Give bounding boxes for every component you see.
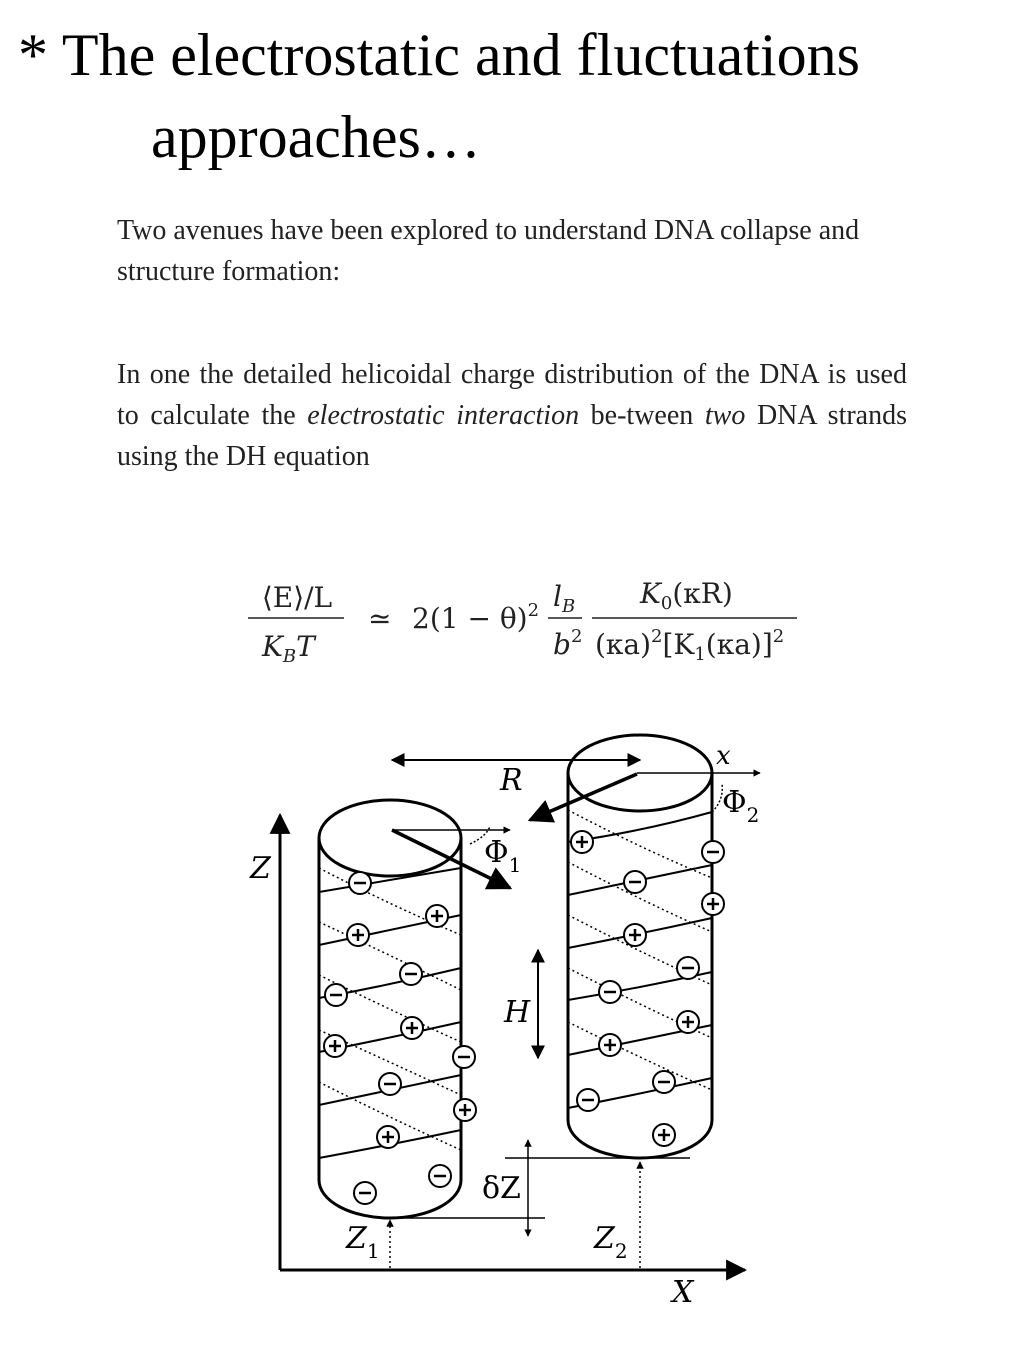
negative-charge-icon xyxy=(676,956,700,980)
eq-k1-denominator: (κa)2[K1(κa)]2 xyxy=(595,626,784,665)
eq-approx-sign: ≃ xyxy=(368,602,391,635)
label-delta-z: δZ xyxy=(482,1171,521,1206)
dna-cylinder-1 xyxy=(317,798,463,1220)
label-phi2: Φ2 xyxy=(722,785,759,827)
intro-paragraph: Two avenues have been explored to unders… xyxy=(117,215,860,287)
slide-title: * The electrostatic and fluctuations app… xyxy=(18,14,860,178)
negative-charge-icon xyxy=(353,1181,377,1205)
positive-charge-icon xyxy=(652,1123,676,1147)
positive-charge-icon xyxy=(570,830,594,854)
eq-lhs-numerator: ⟨E⟩/L xyxy=(262,581,332,614)
phi-reference-lines xyxy=(392,769,761,845)
label-r: R xyxy=(499,763,523,798)
positive-charge-icon xyxy=(400,1016,424,1040)
label-x-axis: X xyxy=(670,1275,695,1310)
coordinate-axes xyxy=(269,812,748,1281)
negative-charge-icon xyxy=(378,1072,402,1096)
eq-b-denominator: b2 xyxy=(553,626,582,661)
method-emphasis-two: two xyxy=(704,400,746,431)
negative-charge-icon xyxy=(598,980,622,1004)
negative-charge-icon xyxy=(652,1070,676,1094)
negative-charge-icon xyxy=(324,983,348,1007)
positive-charge-icon xyxy=(323,1034,347,1058)
negative-charge-icon xyxy=(452,1045,476,1069)
label-z2: Z2 xyxy=(593,1221,628,1263)
positive-charge-icon xyxy=(346,923,370,947)
method-text-before: In one the detailed helicoidal charge di… xyxy=(117,359,907,431)
positive-charge-icon xyxy=(623,923,647,947)
positive-charge-icon xyxy=(598,1033,622,1057)
positive-charge-icon xyxy=(453,1098,477,1122)
method-paragraph: In one the detailed helicoidal charge di… xyxy=(117,354,907,477)
positive-charge-icon xyxy=(676,1010,700,1034)
positive-charge-icon xyxy=(376,1125,400,1149)
delta-z-marker xyxy=(380,1139,690,1237)
label-phi1: Φ1 xyxy=(484,835,521,877)
label-h: H xyxy=(503,995,531,1030)
positive-charge-icon xyxy=(701,892,725,916)
method-text-after: DNA strands using the DH equation xyxy=(117,400,907,472)
negative-charge-icon xyxy=(576,1088,600,1112)
negative-charge-icon xyxy=(701,840,725,864)
method-text-mid: be-tween xyxy=(579,400,705,431)
z-offset-lines xyxy=(386,1161,644,1268)
negative-charge-icon xyxy=(399,962,423,986)
eq-lb-numerator: lB xyxy=(553,580,575,617)
negative-charge-icon xyxy=(428,1164,452,1188)
label-x-small: x xyxy=(716,741,731,771)
eq-factor: 2(1 − θ)2 xyxy=(412,600,539,635)
orientation-arrows xyxy=(391,772,638,890)
title-line-2: approaches… xyxy=(151,104,481,170)
label-z-axis: Z xyxy=(249,851,272,886)
negative-charge-icon xyxy=(623,870,647,894)
eq-lhs-denominator: KBT xyxy=(261,630,317,667)
negative-charge-icon xyxy=(348,871,372,895)
positive-charge-icon xyxy=(425,904,449,928)
dh-equation: ⟨E⟩/L KBT ≃ 2(1 − θ)2 lB b2 K0(κR) (κa)2… xyxy=(248,577,797,667)
dna-helix-figure: R x Z X H Φ1 Φ2 δZ Z1 Z2 xyxy=(249,733,761,1310)
method-emphasis-electrostatic: electrostatic interaction xyxy=(307,400,580,431)
title-line-1: * The electrostatic and fluctuations xyxy=(18,22,860,88)
charge-markers xyxy=(323,830,725,1205)
eq-k0-numerator: K0(κR) xyxy=(639,577,733,614)
label-z1: Z1 xyxy=(345,1221,380,1263)
